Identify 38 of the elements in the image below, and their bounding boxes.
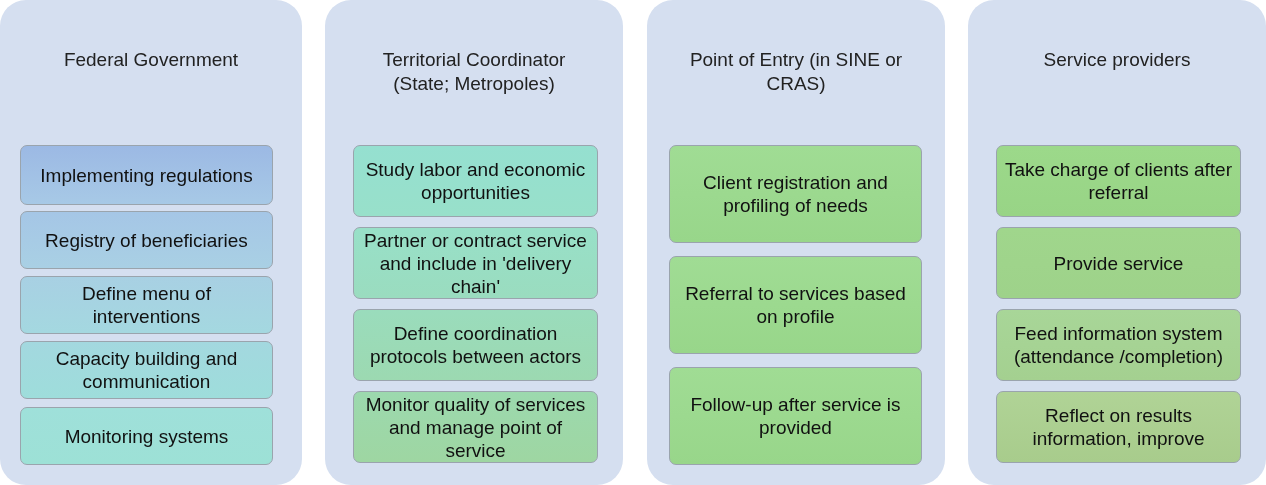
- task-box: [996, 309, 1241, 381]
- column-heading: Service providers: [1043, 48, 1191, 72]
- column-panel: [0, 0, 302, 485]
- task-text: Implementing regulations: [40, 163, 253, 187]
- task-box: [20, 407, 273, 465]
- column-heading: Territorial Coordinator (State; Metropoles): [381, 48, 567, 96]
- column-heading: Federal Government: [63, 48, 239, 72]
- task-box: [353, 145, 598, 217]
- column-panel: [325, 0, 623, 485]
- column-panel: [968, 0, 1266, 485]
- task-text: Take charge of clients after referral: [1003, 158, 1234, 204]
- column-heading: Point of Entry (in SINE or CRAS): [688, 48, 904, 96]
- task-text: Study labor and economic opportunities: [364, 158, 587, 204]
- task-text: Monitoring systems: [64, 424, 229, 448]
- task-box: [996, 391, 1241, 463]
- task-text: Partner or contract service and include in 'delivery chain': [363, 228, 588, 298]
- task-box: [20, 211, 273, 269]
- task-text: Client registration and profiling of needs: [702, 171, 889, 217]
- task-text: Registry of beneficiaries: [45, 228, 248, 252]
- task-box: [996, 227, 1241, 299]
- task-text: Monitor quality of services and manage point of service: [364, 392, 587, 462]
- task-box: [20, 276, 273, 334]
- task-text: Referral to services based on profile: [684, 282, 907, 328]
- task-box: [669, 367, 922, 465]
- task-text: Capacity building and communication: [54, 347, 239, 393]
- column-panel: [647, 0, 945, 485]
- task-text: Define coordination protocols between actors: [368, 322, 583, 368]
- task-box: [669, 256, 922, 354]
- task-box: [669, 145, 922, 243]
- task-text: Reflect on results information, improve: [1031, 404, 1206, 450]
- task-text: Provide service: [1053, 251, 1184, 275]
- task-text: Define menu of interventions: [81, 282, 212, 328]
- task-box: [20, 341, 273, 399]
- task-box: [996, 145, 1241, 217]
- task-box: [353, 309, 598, 381]
- task-box: [20, 145, 273, 205]
- task-text: Follow-up after service is provided: [689, 393, 902, 439]
- task-text: Feed information system (attendance /completion): [1012, 322, 1225, 368]
